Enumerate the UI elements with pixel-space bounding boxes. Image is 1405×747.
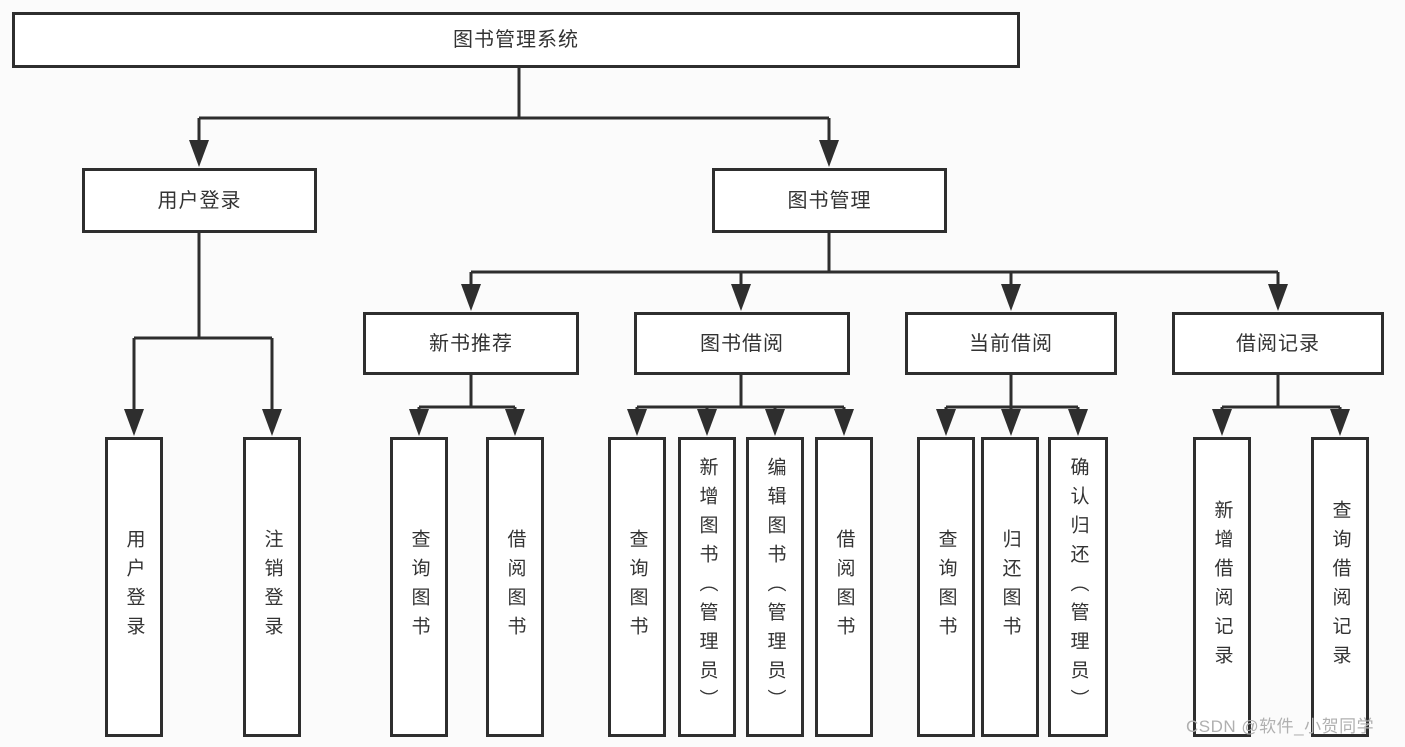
leaf-query-borrow-record: 查询借阅记录	[1311, 437, 1369, 737]
node-current-borrowing: 当前借阅	[905, 312, 1117, 375]
leaf-edit-books-admin: 编辑图书（管理员）	[746, 437, 804, 737]
leaf-borrow-books-label: 借阅图书	[833, 529, 855, 645]
leaf-borrow-books-recommend-label: 借阅图书	[504, 529, 526, 645]
leaf-logout-label: 注销登录	[261, 529, 283, 645]
node-book-borrowing-label: 图书借阅	[700, 332, 784, 355]
node-user-login-label: 用户登录	[157, 189, 242, 212]
leaf-add-borrow-record: 新增借阅记录	[1193, 437, 1251, 737]
leaf-return-books-label: 归还图书	[999, 529, 1021, 645]
leaf-borrow-books: 借阅图书	[815, 437, 873, 737]
node-root: 图书管理系统	[12, 12, 1020, 68]
leaf-query-books-recommend-label: 查询图书	[408, 529, 430, 645]
node-book-borrowing: 图书借阅	[634, 312, 850, 375]
leaf-query-books-recommend: 查询图书	[390, 437, 448, 737]
leaf-borrow-books-recommend: 借阅图书	[486, 437, 544, 737]
leaf-query-borrow-record-label: 查询借阅记录	[1329, 500, 1351, 674]
leaf-return-books: 归还图书	[981, 437, 1039, 737]
leaf-logout: 注销登录	[243, 437, 301, 737]
watermark: CSDN @软件_小贺同学	[1186, 717, 1375, 736]
node-user-login: 用户登录	[82, 168, 317, 233]
leaf-add-borrow-record-label: 新增借阅记录	[1211, 500, 1233, 674]
leaf-query-books-current: 查询图书	[917, 437, 975, 737]
leaf-user-login: 用户登录	[105, 437, 163, 737]
node-borrowing-records: 借阅记录	[1172, 312, 1384, 375]
leaf-add-books-admin: 新增图书（管理员）	[678, 437, 736, 737]
node-new-book-recommend: 新书推荐	[363, 312, 579, 375]
node-borrowing-records-label: 借阅记录	[1236, 332, 1320, 355]
leaf-user-login-label: 用户登录	[123, 529, 145, 645]
leaf-query-books-borrow-label: 查询图书	[626, 529, 648, 645]
node-root-label: 图书管理系统	[453, 29, 579, 51]
leaf-confirm-return-admin: 确认归还（管理员）	[1048, 437, 1108, 737]
node-current-borrowing-label: 当前借阅	[969, 332, 1053, 355]
node-book-management: 图书管理	[712, 168, 947, 233]
leaf-add-books-admin-label: 新增图书（管理员）	[696, 456, 718, 718]
leaf-query-books-borrow: 查询图书	[608, 437, 666, 737]
leaf-query-books-current-label: 查询图书	[935, 529, 957, 645]
node-book-management-label: 图书管理	[787, 189, 872, 212]
node-new-book-recommend-label: 新书推荐	[429, 332, 513, 355]
leaf-confirm-return-admin-label: 确认归还（管理员）	[1067, 456, 1089, 718]
leaf-edit-books-admin-label: 编辑图书（管理员）	[764, 456, 786, 718]
